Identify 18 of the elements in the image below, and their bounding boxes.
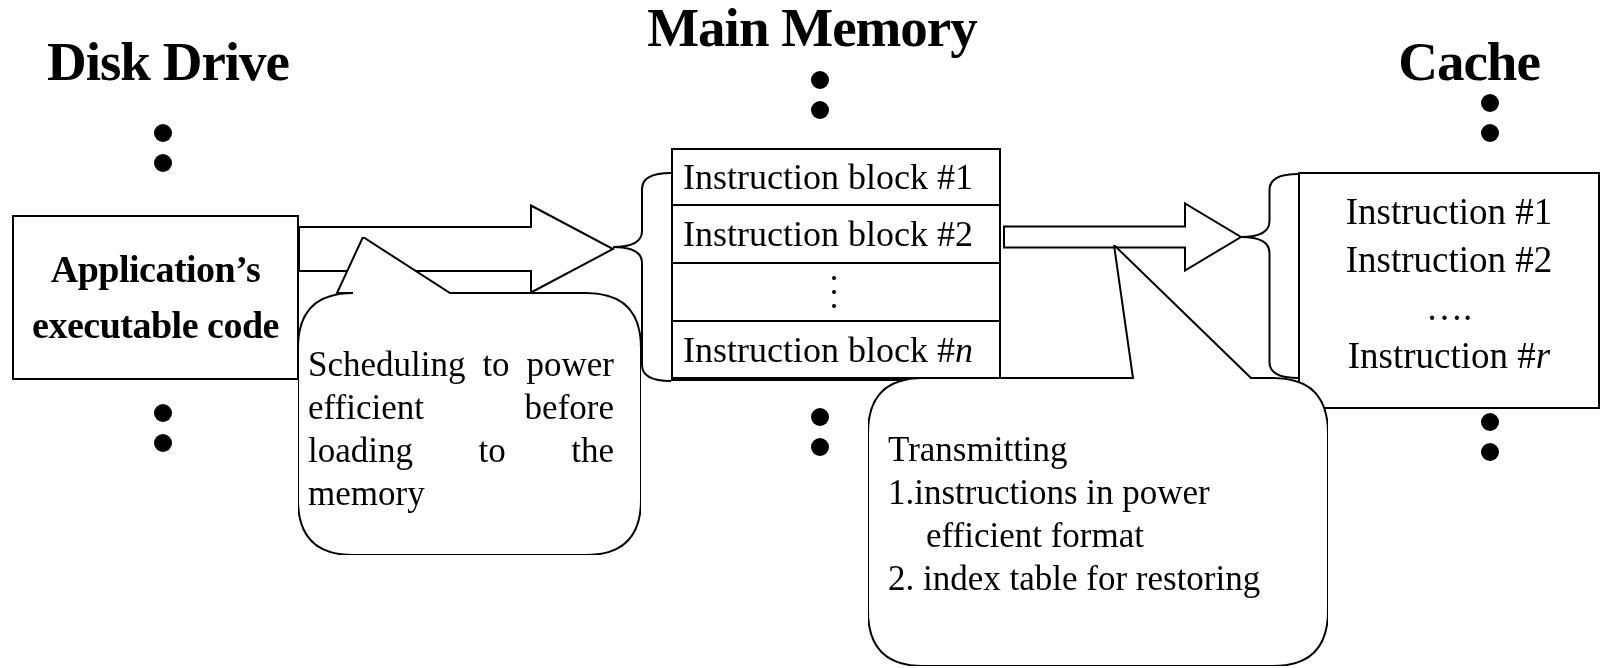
- cache-line: Instruction #r: [1347, 334, 1551, 378]
- box-label: Application’s executable code: [31, 247, 280, 348]
- bracketed-cache-list: [1241, 172, 1600, 409]
- speech-bubble: [298, 237, 641, 555]
- block-arrow: [1003, 201, 1243, 273]
- column-heading: Main Memory: [647, 0, 977, 59]
- callout-text: 1.instructions in power efficient format: [888, 472, 1211, 557]
- cache-line: Instruction #2: [1345, 238, 1553, 282]
- bracketed-memory-stack: [613, 146, 1004, 383]
- column-heading: Cache: [1398, 30, 1540, 93]
- cache-line: Instruction #1: [1345, 190, 1553, 234]
- cache-line: ….: [1425, 286, 1473, 330]
- process-box: [12, 215, 299, 380]
- column-heading: Disk Drive: [46, 30, 290, 93]
- callout-text: Transmitting: [888, 429, 1069, 471]
- block-arrow: [298, 203, 616, 295]
- callout-text: 2. index table for restoring: [888, 558, 1262, 600]
- callout-text: Scheduling to power efficient before loading to the memory: [308, 344, 614, 515]
